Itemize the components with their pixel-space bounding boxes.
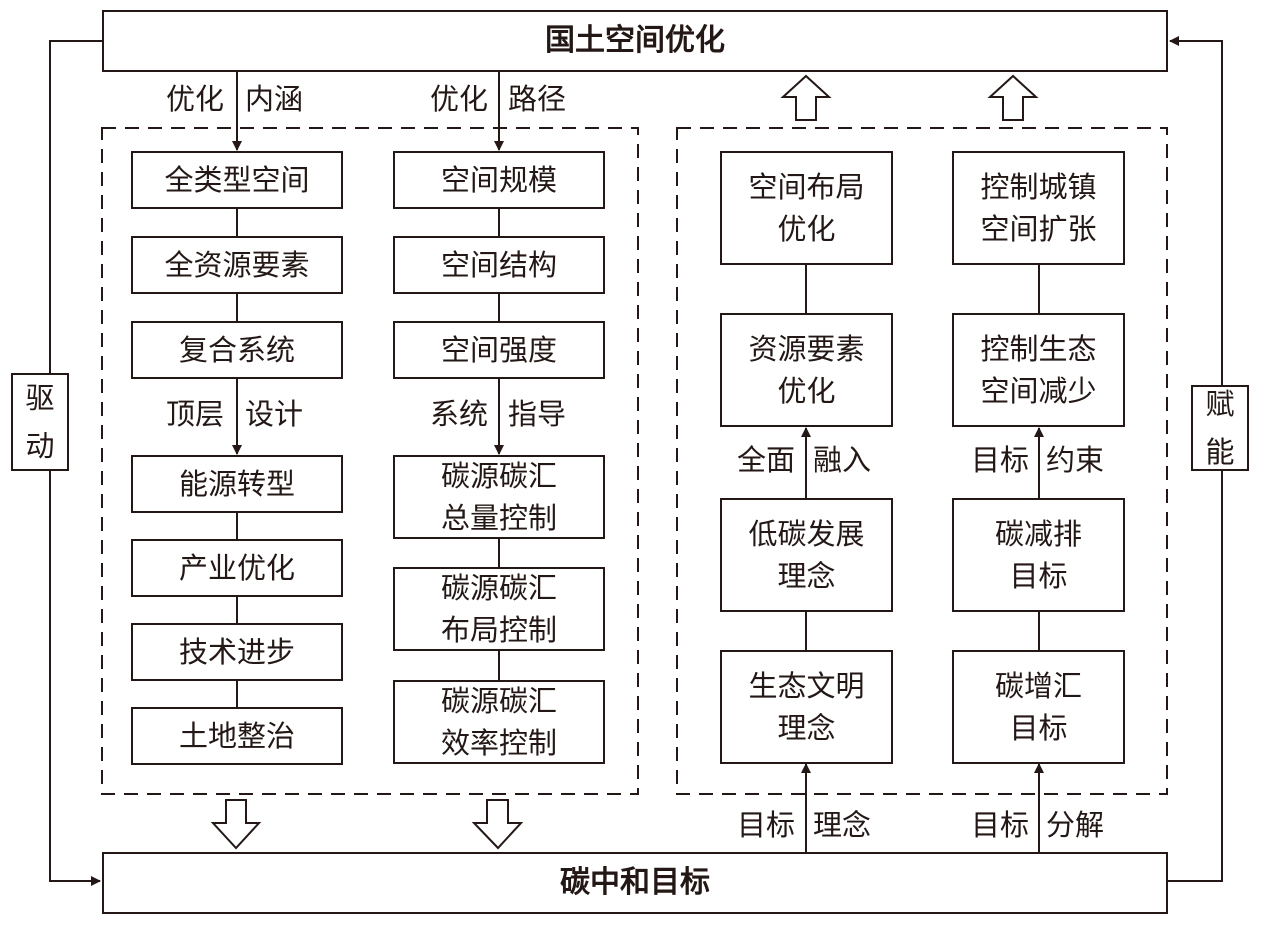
carbon-neutrality-goal-box: 碳中和目标 — [102, 852, 1168, 914]
node-eco-civilization-concept: 生态文明 理念 — [720, 650, 893, 764]
left-dashed-group — [101, 127, 639, 795]
hollow-up-arrow-1 — [780, 74, 832, 121]
node-tech-progress: 技术进步 — [131, 623, 343, 681]
node-industry-optimization: 产业优化 — [131, 539, 343, 597]
edge-label-top-level: 顶层 — [166, 397, 225, 431]
edge-label-decompose: 分解 — [1046, 808, 1105, 842]
edge-label-connotation: 内涵 — [245, 82, 304, 116]
node-carbon-sink-goal: 碳增汇 目标 — [952, 650, 1125, 764]
node-low-carbon-concept: 低碳发展 理念 — [720, 498, 893, 612]
node-resource-elements-optimization: 资源要素 优化 — [720, 313, 893, 427]
edge-label-system: 系统 — [430, 397, 489, 431]
node-land-remediation: 土地整治 — [131, 707, 343, 765]
edge-label-full: 全面 — [737, 443, 796, 477]
node-space-scale: 空间规模 — [393, 151, 605, 209]
node-efficiency-control: 碳源碳汇 效率控制 — [393, 680, 605, 764]
edge-label-integrate: 融入 — [813, 443, 872, 477]
edge-label-path: 路径 — [508, 82, 567, 116]
node-space-intensity: 空间强度 — [393, 321, 605, 379]
edge-label-optimize: 优化 — [166, 82, 225, 116]
node-control-eco-space-loss: 控制生态 空间减少 — [952, 313, 1125, 427]
node-all-type-space: 全类型空间 — [131, 151, 343, 209]
drive-label-box: 驱 动 — [11, 373, 69, 471]
hollow-down-arrow-2 — [471, 799, 524, 850]
node-control-urban-expansion: 控制城镇 空间扩张 — [952, 151, 1125, 265]
node-emission-reduction-goal: 碳减排 目标 — [952, 498, 1125, 612]
node-layout-control: 碳源碳汇 布局控制 — [393, 567, 605, 651]
node-complex-system: 复合系统 — [131, 321, 343, 379]
edge-label-design: 设计 — [245, 397, 304, 431]
edge-label-constraint: 约束 — [1046, 443, 1105, 477]
node-spatial-layout-optimization: 空间布局 优化 — [720, 151, 893, 265]
edge-label-concept: 理念 — [813, 808, 872, 842]
right-dashed-group — [676, 127, 1168, 795]
edge-label-optimize-2: 优化 — [430, 82, 489, 116]
node-total-control: 碳源碳汇 总量控制 — [393, 455, 605, 539]
node-energy-transition: 能源转型 — [131, 455, 343, 513]
hollow-down-arrow-1 — [210, 799, 262, 850]
edge-label-guidance: 指导 — [508, 397, 567, 431]
edge-label-goal-3: 目标 — [971, 808, 1030, 842]
land-space-optimization-box: 国土空间优化 — [102, 10, 1168, 72]
edge-label-goal: 目标 — [971, 443, 1030, 477]
node-all-resource-elements: 全资源要素 — [131, 236, 343, 294]
hollow-up-arrow-2 — [987, 74, 1039, 121]
enable-label-box: 赋 能 — [1191, 385, 1249, 471]
node-space-structure: 空间结构 — [393, 236, 605, 294]
edge-label-goal-2: 目标 — [737, 808, 796, 842]
